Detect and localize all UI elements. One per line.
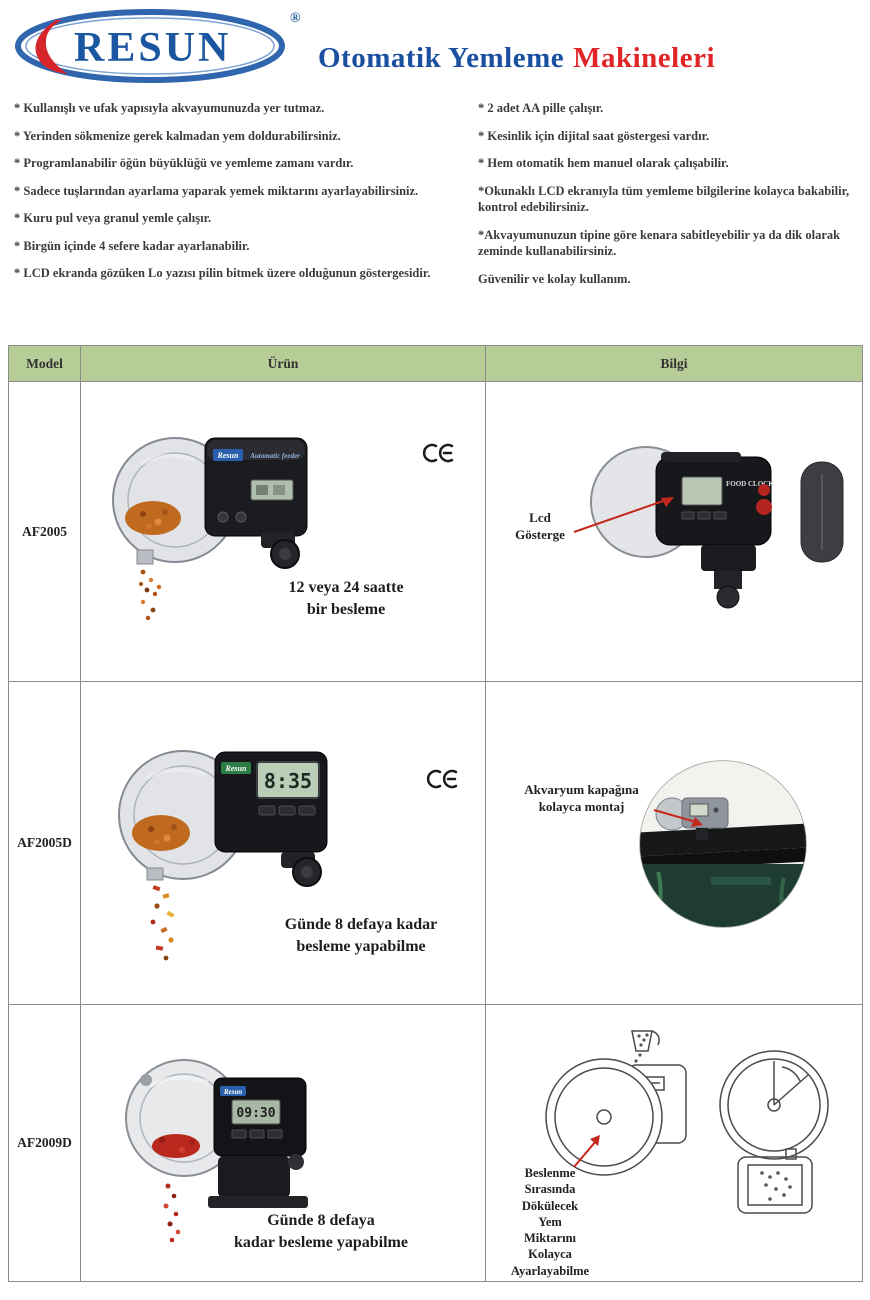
resun-logo: RESUN ® <box>12 6 312 86</box>
af2005d-info-illustration <box>639 760 807 928</box>
model-cell-af2005: AF2005 <box>8 381 81 682</box>
product-cell-af2005d: Resun 8:35 <box>80 681 486 1005</box>
arrow-red-icon <box>691 817 703 827</box>
af2005d-lcd-value: 8:35 <box>264 769 312 793</box>
feature-item: * Birgün içinde 4 sefere kadar ayarlanab… <box>14 238 250 253</box>
af2005-panel-text: Automatic feeder <box>249 452 300 460</box>
col-header-bilgi: Bilgi <box>485 345 863 382</box>
af2005d-brand-label: Resun <box>225 764 247 773</box>
col-header-urun: Ürün <box>80 345 486 382</box>
af2005-info-illustration: FOOD CLOCK <box>573 446 844 609</box>
info-cell-af2005d: Akvaryum kapağına kolayca montaj <box>485 681 863 1005</box>
registered-mark: ® <box>290 11 301 26</box>
falling-food <box>163 1183 181 1243</box>
feature-item: * 2 adet AA pille çalışır. <box>478 101 604 115</box>
af2009d-info-label: Beslenme Sırasında Dökülecek Yem Miktarı… <box>510 1166 590 1278</box>
af2005d-product-photo: Resun 8:35 <box>111 730 341 965</box>
ce-mark-af2005 <box>419 442 455 464</box>
table-row-af2005: AF2005 <box>8 381 863 682</box>
arrow-red-icon <box>661 497 674 507</box>
title-blue: Otomatik Yemleme <box>318 42 565 74</box>
feature-list-left: * Kullanışlı ve ufak yapısıyla akvayumun… <box>14 100 466 293</box>
title-red: Makineleri <box>573 42 716 74</box>
falling-food <box>150 885 175 961</box>
ce-mark-af2005d <box>423 768 459 790</box>
af2005-device-text: FOOD CLOCK <box>726 480 774 488</box>
model-cell-af2009d: AF2009D <box>8 1004 81 1282</box>
af2005-brand-label: Resun <box>217 451 239 460</box>
af2005d-caption: Günde 8 defaya kadar besleme yapabilme <box>284 916 438 955</box>
feature-item: Güvenilir ve kolay kullanım. <box>478 271 631 286</box>
col-header-model: Model <box>8 345 81 382</box>
feature-item: *Akvayumunuzun tipine göre kenara sabitl… <box>478 227 841 259</box>
table-row-af2005d: AF2005D <box>8 681 863 1005</box>
arrow-red-icon <box>590 1135 600 1146</box>
info-cell-af2005: FOOD CLOCK Lcd Gösterge <box>485 381 863 682</box>
model-cell-af2005d: AF2005D <box>8 681 81 1005</box>
af2009d-brand-label: Resun <box>223 1088 242 1096</box>
product-table: Model Ürün Bilgi AF2005 <box>8 345 863 1282</box>
feature-item: * Yerinden sökmenize gerek kalmadan yem … <box>14 128 341 143</box>
table-row-af2009d: AF2009D Resun <box>8 1004 863 1282</box>
af2005-product-photo: Resun Automatic feeder <box>103 422 318 632</box>
feature-item: * LCD ekranda gözüken Lo yazısı pilin bi… <box>14 266 431 280</box>
brand-text: RESUN <box>74 25 231 71</box>
af2009d-lcd-value: 09:30 <box>236 1106 275 1121</box>
feature-item: * Kesinlik için dijital saat göstergesi … <box>478 128 710 143</box>
feature-item: * Kuru pul veya granul yemle çalışır. <box>14 211 212 225</box>
info-cell-af2009d: Beslenme Sırasında Dökülecek Yem Miktarı… <box>485 1004 863 1282</box>
af2009d-product-photo: Resun 09:30 <box>116 1050 321 1245</box>
feature-item: * Hem otomatik hem manuel olarak çalışab… <box>478 156 729 170</box>
table-header-row: Model Ürün Bilgi <box>8 345 863 382</box>
feature-item: * Programlanabilir öğün büyüklüğü ve yem… <box>14 156 354 170</box>
product-cell-af2009d: Resun 09:30 <box>80 1004 486 1282</box>
feature-item: * Kullanışlı ve ufak yapısıyla akvayumun… <box>14 101 325 115</box>
resun-logo-graphic: RESUN ® <box>15 9 301 83</box>
feature-item: *Okunaklı LCD ekranıyla tüm yemleme bilg… <box>478 183 850 215</box>
af2005-info-label: Lcd Gösterge <box>515 510 565 542</box>
feature-list-right: * 2 adet AA pille çalışır. * Kesinlik iç… <box>478 100 860 298</box>
af2009d-caption: Günde 8 defaya kadar besleme yapabilme <box>234 1212 408 1251</box>
feature-item: * Sadece tuşlarından ayarlama yaparak ye… <box>14 183 419 198</box>
af2005d-info-label: Akvaryum kapağına kolayca montaj <box>524 782 639 814</box>
af2009d-info-illustration <box>545 1030 829 1214</box>
logo-swoosh <box>35 20 68 74</box>
af2005-caption: 12 veya 24 saatte bir besleme <box>288 579 404 618</box>
falling-food <box>139 569 162 621</box>
product-cell-af2005: Resun Automatic feeder <box>80 381 486 682</box>
